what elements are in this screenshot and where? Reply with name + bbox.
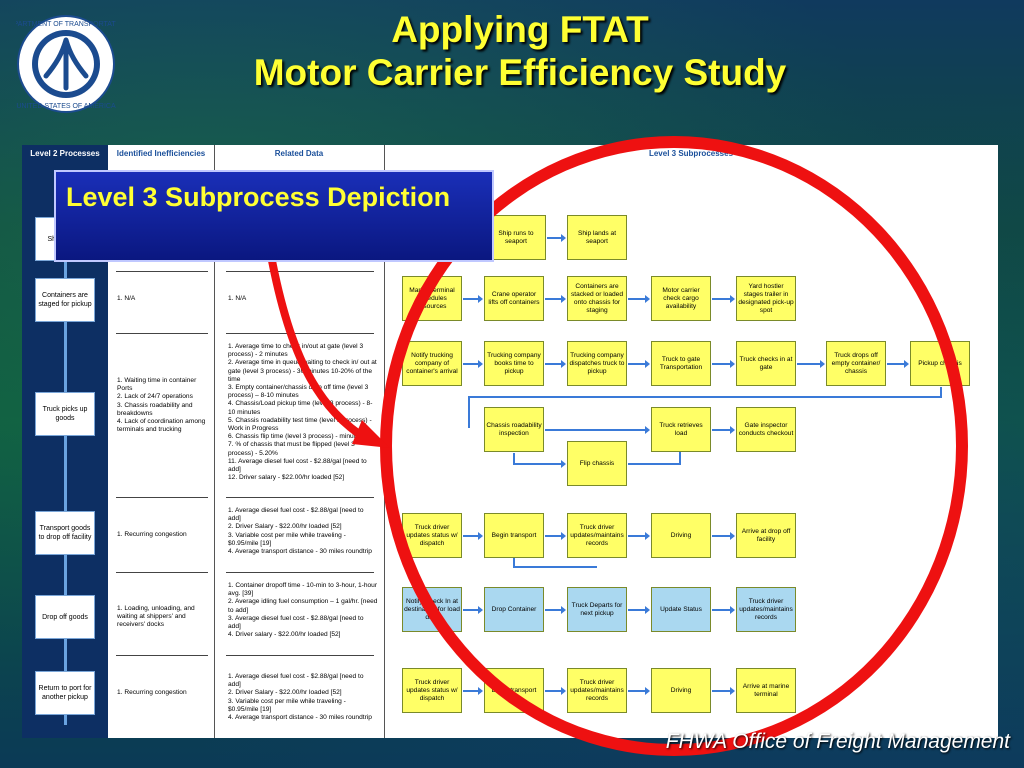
row-divider: [116, 572, 208, 573]
related-data-cell: 1. Container dropoff time - 10-min to 3-…: [228, 582, 378, 639]
row-divider: [116, 655, 208, 656]
row-divider: [226, 655, 374, 656]
related-data-cell: 1. Average time to check in/out at gate …: [228, 343, 377, 482]
level2-header: Level 2 Processes: [30, 149, 100, 158]
inefficiencies-header: Identified Inefficiencies: [116, 149, 206, 158]
row-divider: [226, 572, 374, 573]
row-divider: [116, 271, 208, 272]
inefficiency-cell: 1. Loading, unloading, and waiting at sh…: [117, 605, 195, 629]
row-divider: [226, 497, 374, 498]
flow-arrow: [463, 687, 483, 695]
inefficiency-cell: 1. Waiting time in container Ports 2. La…: [117, 377, 206, 434]
column-divider: [214, 145, 215, 738]
title-line-1: Applying FTAT: [391, 9, 649, 50]
footer-text: FHWA Office of Freight Management: [665, 730, 1010, 753]
row-divider: [226, 333, 374, 334]
process-box: Truck picks up goods: [35, 392, 95, 436]
inefficiency-cell: 1. Recurring congestion: [117, 531, 187, 538]
process-box: Transport goods to drop off facility: [35, 511, 95, 555]
related-data-cell: 1. N/A: [228, 295, 247, 302]
svg-text:DEPARTMENT OF TRANSPORTATION: DEPARTMENT OF TRANSPORTATION: [16, 21, 116, 28]
process-box: Return to port for another pickup: [35, 671, 95, 715]
related-data-cell: 1. Average diesel fuel cost - $2.88/gal …: [228, 507, 372, 556]
related-data-cell: 1. Average diesel fuel cost - $2.88/gal …: [228, 673, 372, 722]
svg-text:UNITED STATES OF AMERICA: UNITED STATES OF AMERICA: [16, 103, 116, 110]
title-line-2: Motor Carrier Efficiency Study: [253, 52, 787, 93]
inefficiency-cell: 1. Recurring congestion: [117, 689, 187, 696]
inefficiency-cell: 1. N/A: [117, 295, 136, 302]
dot-seal-logo: DEPARTMENT OF TRANSPORTATION UNITED STAT…: [16, 15, 116, 113]
process-connector: [64, 185, 67, 725]
callout-box: Level 3 Subprocess Depiction: [54, 170, 494, 262]
row-divider: [116, 333, 208, 334]
process-box: Drop off goods: [35, 595, 95, 639]
process-box: Containers are staged for pickup: [35, 278, 95, 322]
subprocess-box: Truck driver updates status w/ dispatch: [402, 668, 462, 713]
row-divider: [116, 497, 208, 498]
row-divider: [226, 271, 374, 272]
slide-title: Applying FTAT Motor Carrier Efficiency S…: [140, 8, 900, 94]
related-data-header: Related Data: [274, 149, 324, 158]
